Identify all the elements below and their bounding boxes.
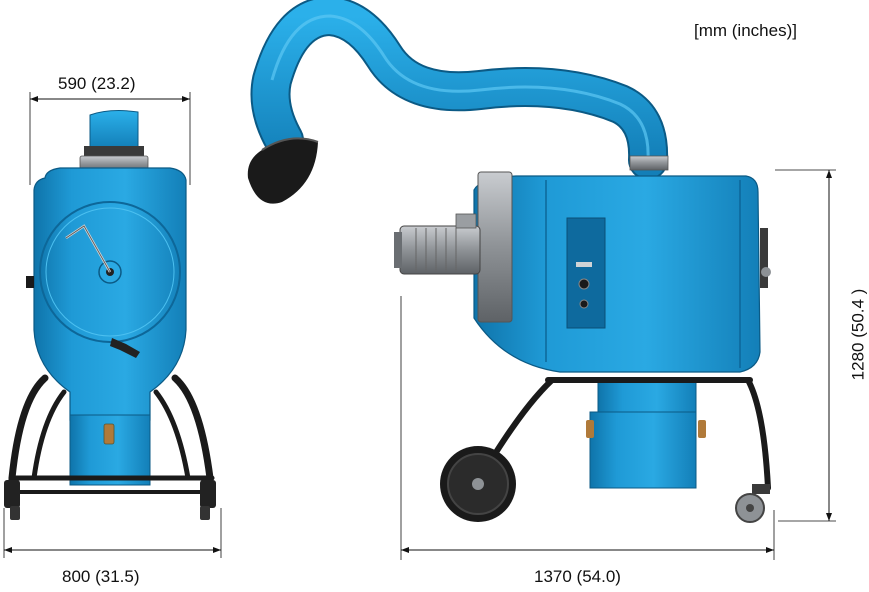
base-width-dimension-label: 800 (31.5) xyxy=(62,567,140,586)
top-width-dimension-label: 590 (23.2) xyxy=(58,74,136,93)
crank-handle-icon xyxy=(65,224,140,358)
units-label: [mm (inches)] xyxy=(694,21,797,40)
caster-icon xyxy=(735,484,770,523)
front-frame xyxy=(8,374,215,502)
side-view xyxy=(247,0,836,560)
height-dimension-label: 1280 (50.4 ) xyxy=(848,288,868,381)
wheel-icon xyxy=(440,446,516,522)
motor xyxy=(394,213,481,275)
hose-nozzle-icon xyxy=(247,137,319,204)
control-panel-icon xyxy=(566,217,606,329)
front-view xyxy=(3,92,222,558)
side-length-dimension-label: 1370 (54.0) xyxy=(534,567,621,586)
